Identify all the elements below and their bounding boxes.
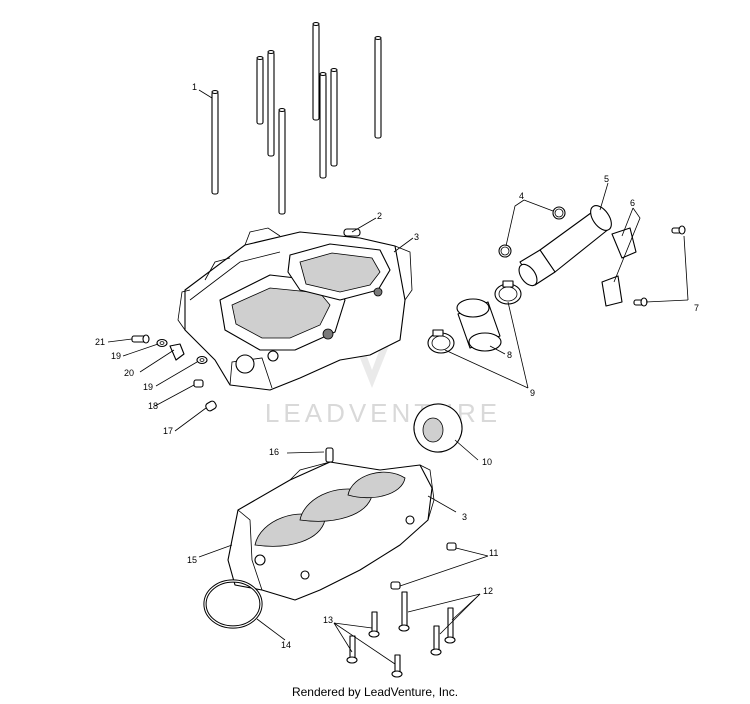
clamp-upper: [494, 280, 522, 305]
plug-11a: [446, 542, 457, 551]
callout-16: 16: [269, 447, 279, 457]
intake-tube-5: [518, 205, 612, 287]
bracket-20: [169, 343, 185, 361]
sleeve-8: [456, 298, 502, 352]
callout-3-lower: 3: [462, 512, 467, 522]
bolt-13c: [391, 654, 403, 678]
seal-10: [413, 403, 463, 453]
bolt-13b: [346, 635, 358, 664]
stud: [374, 35, 382, 139]
callout-labels: 1 2 3 4 5 6 7 8 9 10 11 12 13 14 15 16 1…: [95, 82, 699, 650]
washer-19-lower: [196, 355, 208, 365]
bolt-7a: [671, 225, 686, 235]
stud: [211, 89, 219, 195]
stud: [330, 67, 338, 167]
lower-crankcase: [227, 447, 435, 601]
bolt-13a: [368, 611, 380, 638]
screw-21: [131, 334, 150, 344]
callout-17: 17: [163, 426, 173, 436]
dowel-18: [193, 379, 204, 388]
stud: [312, 21, 320, 121]
retaining-ring-14: [203, 579, 263, 629]
bolt-12b: [444, 607, 456, 644]
callout-14: 14: [281, 640, 291, 650]
callout-3-upper: 3: [414, 232, 419, 242]
callout-12: 12: [483, 586, 493, 596]
bolt-7b: [633, 297, 648, 307]
stud: [278, 107, 286, 215]
stud: [256, 55, 264, 125]
bolt-12c: [430, 625, 442, 656]
callout-21: 21: [95, 337, 105, 347]
leader-lines: [107, 89, 689, 665]
callout-13: 13: [323, 615, 333, 625]
callout-18: 18: [148, 401, 158, 411]
callout-15: 15: [187, 555, 197, 565]
stud: [319, 71, 327, 179]
crankcase-studs: [211, 21, 382, 215]
callout-2: 2: [377, 211, 382, 221]
pin-17: [205, 400, 217, 412]
bracket-6b: [601, 275, 623, 307]
callout-9: 9: [530, 388, 535, 398]
footer-credit: Rendered by LeadVenture, Inc.: [291, 685, 459, 699]
callout-6: 6: [630, 198, 635, 208]
bolt-12a: [398, 591, 410, 632]
callout-10: 10: [482, 457, 492, 467]
callout-1: 1: [192, 82, 197, 92]
callout-11: 11: [489, 548, 498, 558]
callout-8: 8: [507, 350, 512, 360]
callout-7: 7: [694, 303, 699, 313]
callout-4: 4: [519, 191, 524, 201]
upper-crankcase: [177, 227, 413, 391]
intake-components: [427, 205, 686, 354]
callout-19-upper: 19: [111, 351, 121, 361]
washer-19-upper: [156, 338, 168, 348]
stud: [267, 49, 275, 157]
plug-11b: [390, 581, 401, 590]
bracket-6a: [611, 227, 637, 259]
callout-19-lower: 19: [143, 382, 153, 392]
callout-5: 5: [604, 174, 609, 184]
left-hardware: [131, 334, 217, 412]
clamp-lower: [427, 329, 455, 354]
callout-20: 20: [124, 368, 134, 378]
